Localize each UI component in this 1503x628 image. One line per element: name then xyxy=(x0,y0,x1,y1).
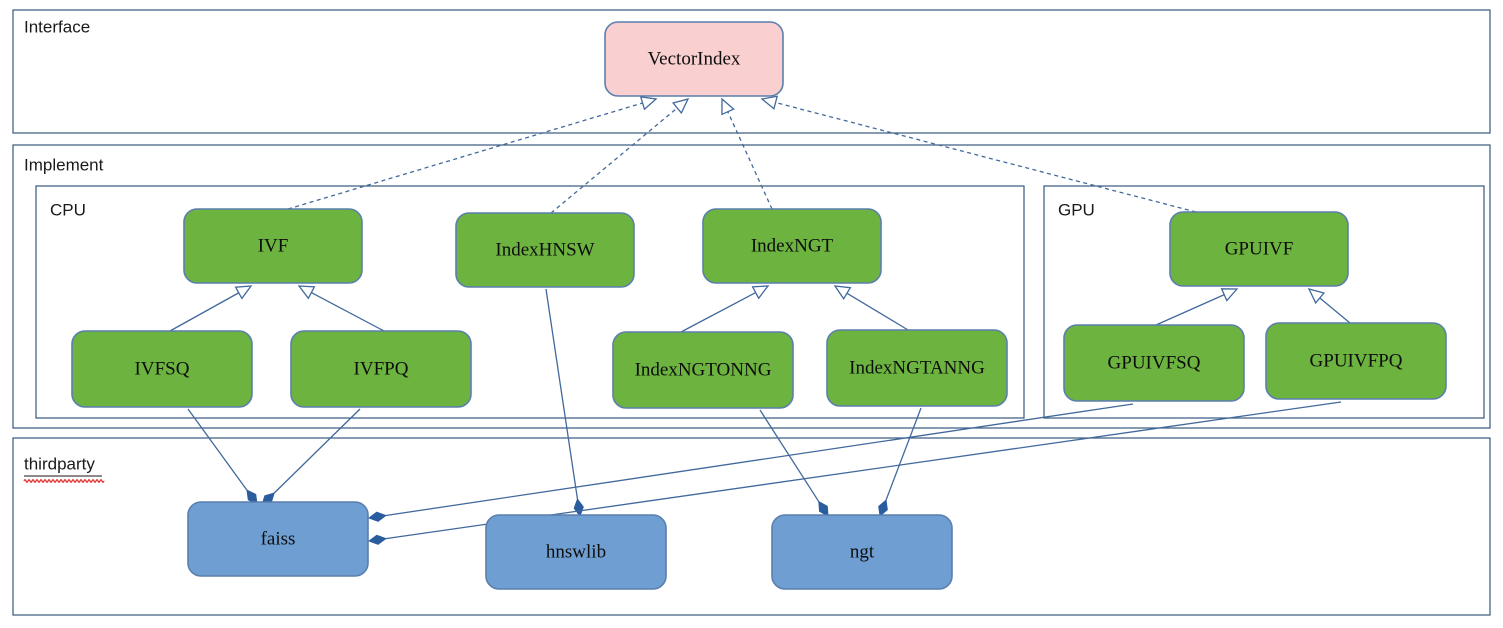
node-gpuivfpq[interactable]: GPUIVFPQ xyxy=(1265,322,1447,400)
node-indexngt[interactable]: IndexNGT xyxy=(702,208,882,284)
node-label-indexngtanng: IndexNGTANNG xyxy=(849,357,985,378)
edge-ivf-to-vectorindex xyxy=(287,96,658,210)
node-box-ngt[interactable] xyxy=(771,514,953,590)
node-box-indexngtonng[interactable] xyxy=(612,331,794,409)
container-label-gpu: GPU xyxy=(1058,200,1095,219)
composition-diamond-icon xyxy=(878,499,888,517)
edge-line-e7 xyxy=(680,291,757,333)
edge-indexngtanng-to-indexngt xyxy=(833,285,909,331)
edge-gpuivf-to-vectorindex xyxy=(760,95,1197,213)
node-hnswlib[interactable]: hnswlib xyxy=(485,514,667,590)
node-box-indexhnsw[interactable] xyxy=(455,212,635,288)
edge-line-e16 xyxy=(385,403,1134,517)
node-box-ivfpq[interactable] xyxy=(290,330,472,408)
node-indexhnsw[interactable]: IndexHNSW xyxy=(455,212,635,288)
edge-line-e11 xyxy=(187,408,248,491)
composition-diamond-icon xyxy=(367,534,387,545)
edge-indexngtonng-to-indexngt xyxy=(680,285,770,333)
container-label-cpu: CPU xyxy=(50,200,86,219)
node-indexngtonng[interactable]: IndexNGTONNG xyxy=(612,331,794,409)
node-box-ivf[interactable] xyxy=(183,208,363,284)
node-faiss[interactable]: faiss xyxy=(187,501,369,577)
composition-diamond-icon xyxy=(367,511,387,522)
node-label-indexngt: IndexNGT xyxy=(751,235,834,256)
edge-ivfpq-to-ivf xyxy=(297,285,385,332)
node-label-ivf: IVF xyxy=(258,235,289,256)
edge-line-e13 xyxy=(545,288,579,500)
node-label-gpuivfsq: GPUIVFSQ xyxy=(1108,352,1201,373)
node-label-indexhnsw: IndexHNSW xyxy=(495,239,594,260)
edge-line-e5 xyxy=(169,291,241,332)
edge-line-e2 xyxy=(550,106,679,214)
inheritance-arrow-icon xyxy=(234,285,253,300)
node-box-indexngt[interactable] xyxy=(702,208,882,284)
spellcheck-squiggle-icon xyxy=(23,479,105,483)
node-gpuivfsq[interactable]: GPUIVFSQ xyxy=(1063,324,1245,402)
node-box-faiss[interactable] xyxy=(187,501,369,577)
composition-diamond-icon xyxy=(818,500,829,517)
node-label-indexngtonng: IndexNGTONNG xyxy=(635,359,772,380)
edge-line-e9 xyxy=(1155,293,1226,326)
edge-indexhnsw-to-vectorindex xyxy=(550,98,690,214)
edge-gpuivfsq-to-faiss xyxy=(367,403,1134,522)
node-ivfpq[interactable]: IVFPQ xyxy=(290,330,472,408)
edge-line-e3 xyxy=(726,110,773,210)
node-label-vectorindex: VectorIndex xyxy=(648,48,741,69)
node-box-gpuivf[interactable] xyxy=(1169,211,1349,287)
inheritance-arrow-icon xyxy=(721,97,735,116)
node-vectorindex[interactable]: VectorIndex xyxy=(604,21,784,97)
edge-gpuivfsq-to-gpuivf xyxy=(1155,288,1239,326)
node-label-gpuivfpq: GPUIVFPQ xyxy=(1310,350,1403,371)
edge-indexngtanng-to-ngt xyxy=(878,407,922,517)
edge-line-e10 xyxy=(1318,296,1351,324)
edge-line-e6 xyxy=(310,291,385,332)
inheritance-arrow-icon xyxy=(297,285,316,300)
node-box-hnswlib[interactable] xyxy=(485,514,667,590)
node-box-vectorindex[interactable] xyxy=(604,21,784,97)
edge-layer xyxy=(169,95,1351,545)
node-indexngtanng[interactable]: IndexNGTANNG xyxy=(826,329,1008,407)
container-label-interface: Interface xyxy=(24,17,90,36)
container-label-implement: Implement xyxy=(24,155,104,174)
node-box-gpuivfpq[interactable] xyxy=(1265,322,1447,400)
edge-gpuivfpq-to-gpuivf xyxy=(1307,288,1351,324)
node-label-ivfpq: IVFPQ xyxy=(354,358,409,379)
node-box-gpuivfsq[interactable] xyxy=(1063,324,1245,402)
node-box-indexngtanng[interactable] xyxy=(826,329,1008,407)
edge-line-e1 xyxy=(287,102,644,210)
edge-ivfsq-to-ivf xyxy=(169,285,253,332)
inheritance-arrow-icon xyxy=(671,98,690,115)
inheritance-arrow-icon xyxy=(760,95,779,110)
node-ngt[interactable]: ngt xyxy=(771,514,953,590)
node-label-hnswlib: hnswlib xyxy=(546,541,606,562)
inheritance-arrow-icon xyxy=(1220,288,1239,302)
node-ivfsq[interactable]: IVFSQ xyxy=(71,330,253,408)
inheritance-arrow-icon xyxy=(751,285,770,300)
node-box-ivfsq[interactable] xyxy=(71,330,253,408)
node-ivf[interactable]: IVF xyxy=(183,208,363,284)
edge-line-e4 xyxy=(774,101,1197,213)
node-label-ngt: ngt xyxy=(850,541,875,562)
node-label-ivfsq: IVFSQ xyxy=(135,358,190,379)
edge-indexngt-to-vectorindex xyxy=(721,97,773,210)
edge-line-e8 xyxy=(845,292,909,331)
node-gpuivf[interactable]: GPUIVF xyxy=(1169,211,1349,287)
node-label-faiss: faiss xyxy=(261,528,296,549)
container-label-thirdparty: thirdparty xyxy=(24,454,95,473)
edge-line-e15 xyxy=(885,407,922,501)
node-label-gpuivf: GPUIVF xyxy=(1225,238,1294,259)
inheritance-arrow-icon xyxy=(833,285,852,300)
edge-line-e12 xyxy=(273,408,361,494)
inheritance-arrow-icon xyxy=(639,96,658,111)
inheritance-arrow-icon xyxy=(1307,288,1326,305)
